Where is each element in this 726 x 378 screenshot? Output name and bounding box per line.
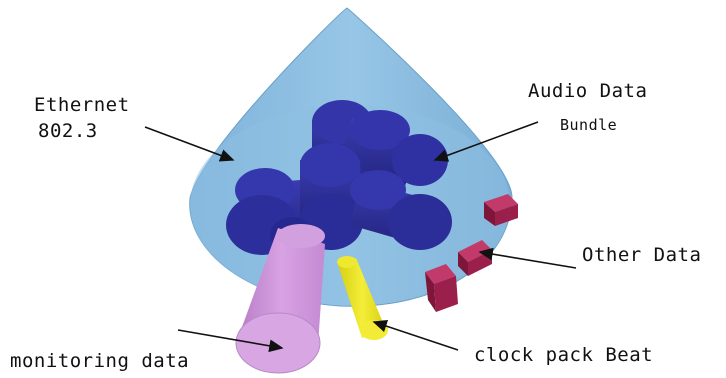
label-other-data: Other Data bbox=[582, 244, 701, 266]
other-data-arrow bbox=[480, 252, 576, 268]
label-audio-line1: Audio Data bbox=[528, 80, 647, 102]
label-ethernet-line2: 802.3 bbox=[38, 120, 98, 142]
label-monitoring-data: monitoring data bbox=[10, 350, 189, 372]
label-audio-line2: Bundle bbox=[560, 116, 617, 134]
label-ethernet-line1: Ethernet bbox=[34, 94, 130, 116]
label-clock-pack-beat: clock pack Beat bbox=[474, 344, 653, 366]
ethernet-arrow bbox=[145, 127, 233, 160]
clock-arrow bbox=[374, 322, 458, 350]
